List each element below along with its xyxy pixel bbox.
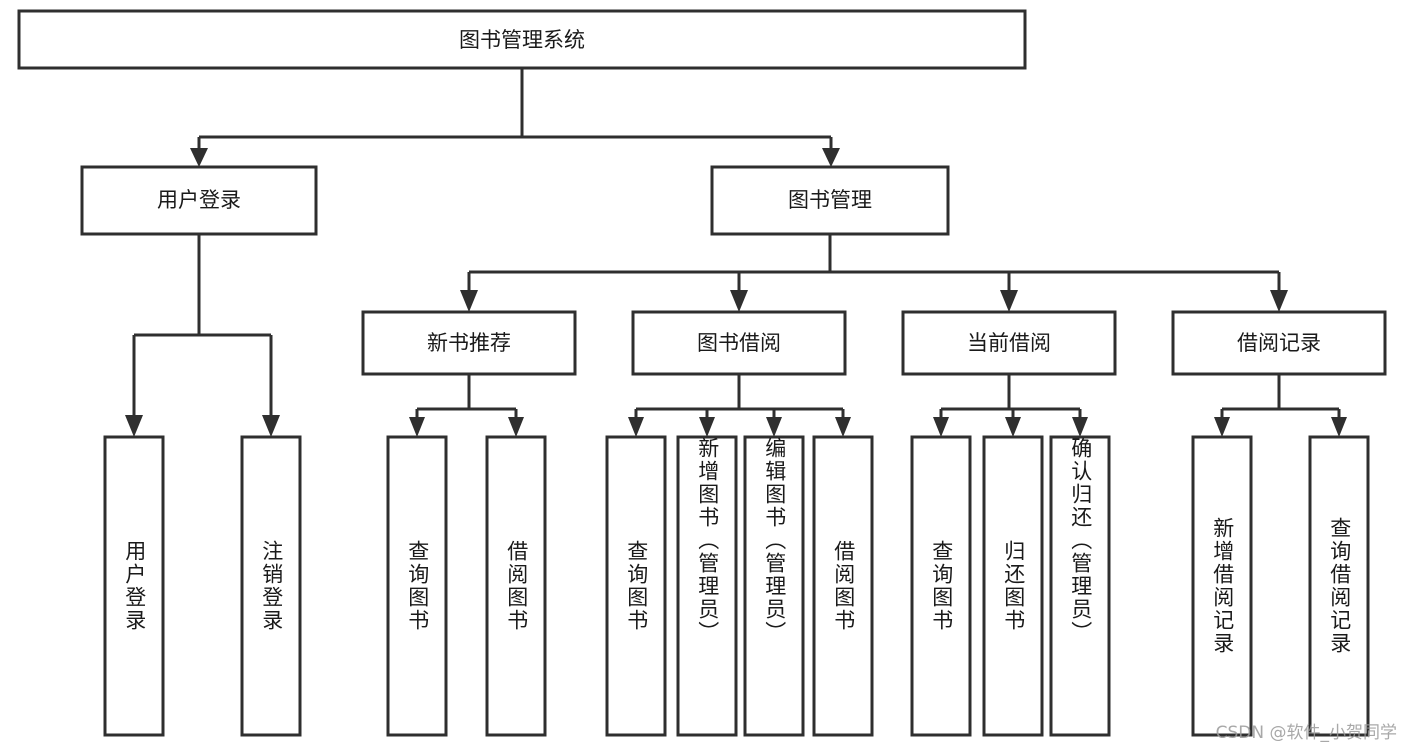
- arrow-head-leaf-user-logout: [262, 415, 280, 437]
- node-box-leaf-record-query[interactable]: [1308, 435, 1370, 737]
- node-box-leaf-current-return-book[interactable]: [982, 435, 1044, 737]
- csdn-watermark: CSDN @软件_小贺同学: [1215, 723, 1397, 743]
- node-box-borrow-record[interactable]: [1171, 310, 1387, 376]
- node-box-leaf-rec-borrow-book[interactable]: [485, 435, 547, 737]
- arrow-head-book-borrow: [730, 290, 748, 312]
- node-box-user-login[interactable]: [80, 165, 318, 236]
- arrow-head-leaf-rec-query-book: [409, 417, 425, 437]
- node-box-leaf-borrow-borrow-book[interactable]: [812, 435, 874, 737]
- arrow-head-borrow-record: [1270, 290, 1288, 312]
- node-label-book-borrow: 图书借阅: [697, 331, 781, 355]
- arrow-head-leaf-current-confirm-return: [1072, 417, 1088, 437]
- node-label-borrow-record: 借阅记录: [1237, 331, 1321, 355]
- arrow-head-leaf-borrow-edit-book: [766, 417, 782, 437]
- node-box-leaf-current-confirm-return[interactable]: [1049, 435, 1111, 737]
- node-box-leaf-borrow-add-book[interactable]: [676, 435, 738, 737]
- node-box-current-borrow[interactable]: [901, 310, 1117, 376]
- arrow-head-leaf-borrow-borrow-book: [835, 417, 851, 437]
- arrow-head-leaf-current-query-book: [933, 417, 949, 437]
- node-box-leaf-user-logout[interactable]: [240, 435, 302, 737]
- node-label-user-login: 用户登录: [157, 188, 241, 212]
- arrow-head-leaf-record-add: [1214, 417, 1230, 437]
- node-box-book-borrow[interactable]: [631, 310, 847, 376]
- node-box-leaf-rec-query-book[interactable]: [386, 435, 448, 737]
- node-box-book-manage[interactable]: [710, 165, 950, 236]
- node-label-root: 图书管理系统: [459, 28, 585, 52]
- arrow-head-leaf-rec-borrow-book: [508, 417, 524, 437]
- node-label-new-book-rec: 新书推荐: [427, 331, 511, 355]
- node-box-leaf-user-login[interactable]: [103, 435, 165, 737]
- node-label-current-borrow: 当前借阅: [967, 331, 1051, 355]
- node-box-new-book-rec[interactable]: [361, 310, 577, 376]
- node-box-layer: [17, 9, 1387, 737]
- arrow-head-user-login: [190, 148, 208, 167]
- arrow-head-leaf-borrow-add-book: [699, 417, 715, 437]
- node-label-book-manage: 图书管理: [788, 188, 872, 212]
- horizontal-label-layer: 图书管理系统 用户登录 图书管理 新书推荐 图书借阅 当前借阅 借阅记录: [157, 28, 1321, 355]
- arrow-head-leaf-user-login: [125, 415, 143, 437]
- arrow-head-leaf-borrow-query-book: [628, 417, 644, 437]
- connector-layer: [125, 68, 1347, 437]
- node-box-leaf-current-query-book[interactable]: [910, 435, 972, 737]
- node-box-leaf-record-add[interactable]: [1191, 435, 1253, 737]
- node-box-leaf-borrow-edit-book[interactable]: [743, 435, 805, 737]
- arrow-head-new-book-rec: [460, 290, 478, 312]
- arrow-head-book-manage: [822, 148, 840, 167]
- arrow-head-leaf-record-query: [1331, 417, 1347, 437]
- arrow-head-current-borrow: [1000, 290, 1018, 312]
- arrow-head-leaf-current-return-book: [1005, 417, 1021, 437]
- node-box-leaf-borrow-query-book[interactable]: [605, 435, 667, 737]
- node-box-root[interactable]: [17, 9, 1027, 70]
